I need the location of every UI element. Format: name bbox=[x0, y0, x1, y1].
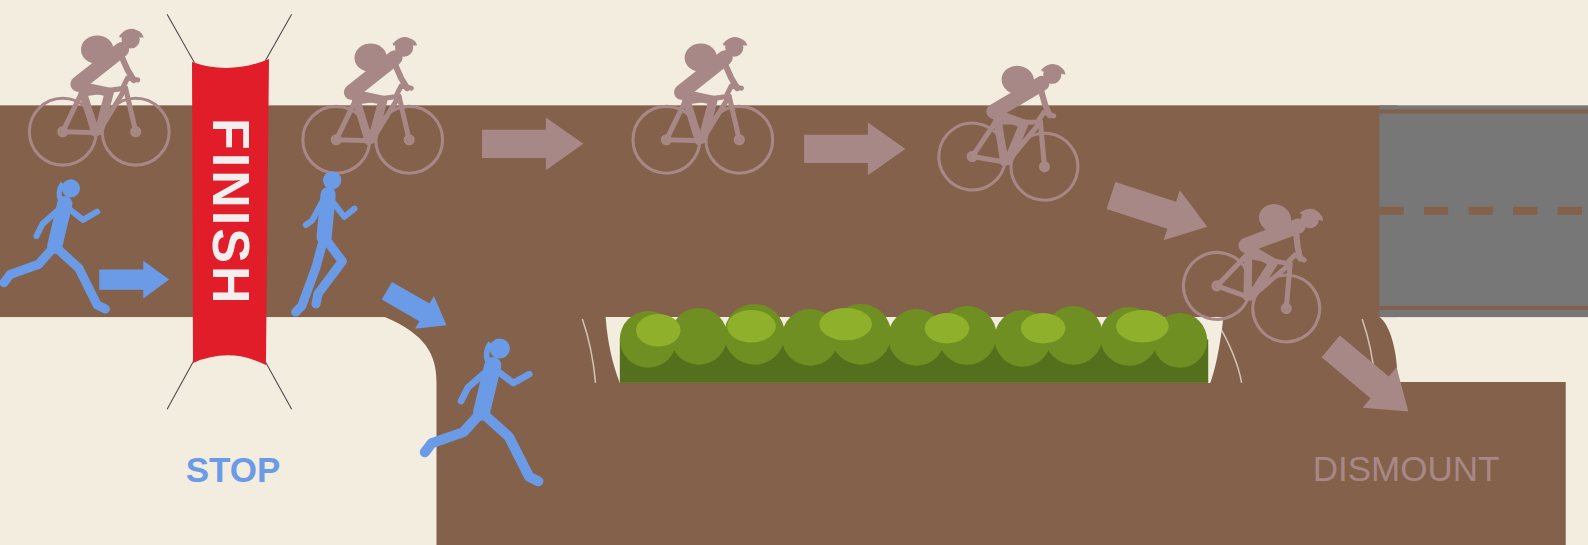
cyclists bbox=[1175, 178, 1350, 351]
direction-arrows bbox=[804, 123, 905, 176]
cyclists bbox=[29, 29, 169, 165]
banner-ropes bbox=[167, 360, 194, 410]
runners bbox=[425, 339, 538, 482]
banner-ropes bbox=[167, 14, 194, 63]
road bbox=[1379, 207, 1588, 215]
cyclists bbox=[303, 37, 443, 173]
road bbox=[1379, 105, 1588, 317]
cyclist-instruction: DISMOUNT bbox=[1313, 451, 1500, 486]
bushes bbox=[1021, 313, 1066, 343]
banner-ropes bbox=[265, 14, 291, 61]
cyclists bbox=[934, 50, 1091, 204]
bushes bbox=[620, 304, 1208, 383]
bushes bbox=[620, 304, 1207, 368]
banner-ropes bbox=[167, 14, 292, 409]
path-surface bbox=[582, 319, 595, 383]
direction-arrows bbox=[99, 261, 456, 342]
bushes bbox=[670, 308, 727, 365]
direction-arrows bbox=[377, 274, 456, 341]
finish-banner: FINISH bbox=[192, 59, 269, 365]
banner-cloth bbox=[192, 59, 269, 365]
direction-arrows bbox=[482, 118, 583, 171]
runners bbox=[4, 171, 538, 481]
direction-arrows bbox=[482, 118, 1425, 432]
bushes bbox=[819, 308, 872, 340]
bushes bbox=[636, 308, 1169, 346]
direction-arrows bbox=[99, 261, 169, 299]
direction-arrows bbox=[99, 118, 1425, 432]
banner-ropes bbox=[265, 362, 291, 410]
path-surface bbox=[1215, 319, 1241, 383]
direction-arrows bbox=[1103, 170, 1216, 251]
bushes bbox=[925, 313, 970, 343]
runners bbox=[4, 179, 105, 309]
banner-text: FINISH bbox=[205, 118, 257, 306]
direction-arrows bbox=[1314, 326, 1425, 431]
road bbox=[1379, 105, 1588, 317]
road bbox=[1379, 109, 1588, 113]
bushes bbox=[727, 310, 776, 342]
road bbox=[1379, 306, 1588, 310]
bushes bbox=[1116, 310, 1169, 342]
bushes bbox=[636, 314, 681, 346]
runners bbox=[296, 171, 355, 312]
runner-instruction: STOP bbox=[186, 452, 281, 487]
bushes bbox=[724, 304, 785, 365]
cyclists bbox=[633, 37, 773, 173]
